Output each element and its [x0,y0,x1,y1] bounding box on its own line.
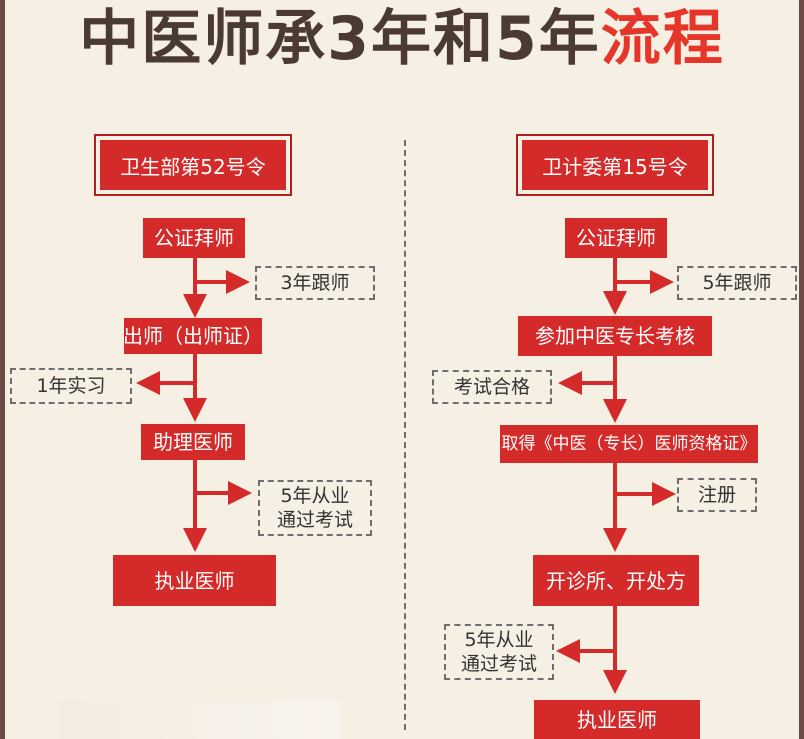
left-step-licensed-label: 执业医师 [154,568,235,593]
right-step-licensed: 执业医师 [534,700,700,739]
left-note-internship: 1年实习 [10,368,132,404]
right-step-clinic: 开诊所、开处方 [533,555,699,606]
faded-bottom-area [60,700,340,739]
right-note-5yr-mentor: 5年跟师 [677,266,797,300]
right-step-certificate: 取得《中医（专长）医师资格证》 [500,425,758,463]
title-main: 中医师承3年和5年 [79,4,601,74]
right-note-5yr-practice-label: 5年从业 通过考试 [460,629,537,675]
left-note-3yr-label: 3年跟师 [280,272,350,294]
right-step-licensed-label: 执业医师 [577,707,657,732]
title-accent: 流程 [600,4,725,74]
right-step-notarize-label: 公证拜师 [576,226,656,250]
left-note-internship-label: 1年实习 [36,375,106,397]
right-note-pass-exam: 考试合格 [432,370,552,404]
column-divider [404,140,406,730]
left-step-graduate-label: 出师（出师证） [123,324,263,348]
right-step-notarize: 公证拜师 [565,218,667,258]
right-note-5yr-mentor-label: 5年跟师 [702,272,772,294]
left-step-notarize: 公证拜师 [143,218,245,258]
left-step-assistant: 助理医师 [141,424,245,460]
left-step-assistant-label: 助理医师 [153,430,233,454]
left-border [0,0,5,739]
left-document-label: 卫生部第52号令 [120,154,266,179]
left-note-5yr: 5年从业 通过考试 [258,480,372,536]
right-note-register-label: 注册 [697,484,736,506]
left-note-5yr-label: 5年从业 通过考试 [276,485,353,531]
left-step-licensed: 执业医师 [113,555,276,606]
right-step-certificate-label: 取得《中医（专长）医师资格证》 [501,433,757,454]
right-border [799,0,804,739]
right-step-assessment: 参加中医专长考核 [518,316,712,356]
right-note-pass-exam-label: 考试合格 [453,376,530,398]
right-note-register: 注册 [677,478,757,512]
right-note-5yr-practice: 5年从业 通过考试 [444,624,554,680]
left-step-graduate: 出师（出师证） [123,318,263,354]
right-document-label: 卫计委第15号令 [542,154,688,179]
left-note-3yr: 3年跟师 [255,266,375,300]
right-document-box: 卫计委第15号令 [522,140,708,190]
right-step-clinic-label: 开诊所、开处方 [546,568,686,593]
left-document-box: 卫生部第52号令 [100,140,286,190]
page-title: 中医师承3年和5年流程 [0,4,804,74]
right-step-assessment-label: 参加中医专长考核 [535,324,695,348]
left-step-notarize-label: 公证拜师 [154,226,234,250]
